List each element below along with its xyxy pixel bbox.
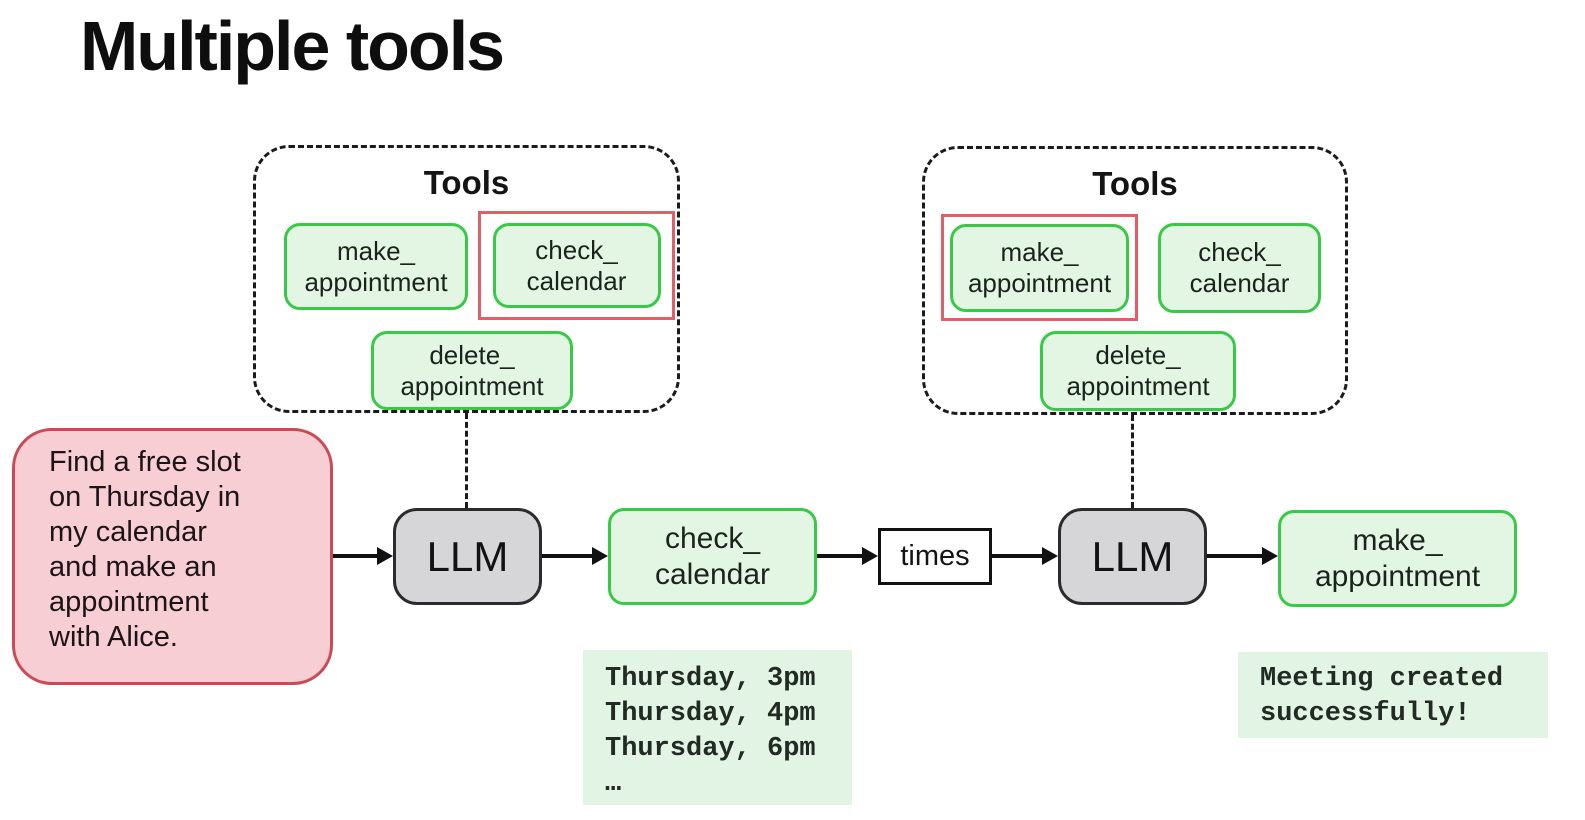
- tool-output-times-list: Thursday, 3pm Thursday, 4pm Thursday, 6p…: [583, 650, 852, 805]
- selected-tool-highlight: check_ calendar: [478, 211, 675, 320]
- tool-make-appointment: make_ appointment: [950, 223, 1129, 312]
- page-title: Multiple tools: [80, 7, 505, 85]
- flow-arrow: [1207, 547, 1278, 565]
- flow-arrow: [333, 547, 393, 565]
- llm-node-1: LLM: [393, 508, 542, 605]
- tools-connector: [1131, 415, 1134, 508]
- flow-arrow: [542, 547, 608, 565]
- user-request-box: Find a free slot on Thursday in my calen…: [12, 428, 333, 685]
- tools-panel-2: Tools make_ appointment check_ calendar …: [922, 146, 1348, 415]
- tools-connector: [465, 413, 468, 508]
- tools-panel-label: Tools: [1092, 165, 1178, 202]
- flow-arrow: [992, 547, 1058, 565]
- tools-panel-label: Tools: [423, 164, 510, 201]
- tool-check-calendar: check_ calendar: [1158, 223, 1321, 313]
- tool-check-calendar: check_ calendar: [492, 223, 661, 308]
- final-output-message: Meeting created successfully!: [1238, 652, 1548, 738]
- tool-delete-appointment: delete_ appointment: [371, 331, 573, 410]
- tool-make-appointment: make_ appointment: [284, 223, 468, 310]
- flow-arrow: [817, 547, 878, 565]
- tool-result-times: times: [878, 528, 992, 585]
- llm-node-2: LLM: [1058, 508, 1207, 605]
- tool-delete-appointment: delete_ appointment: [1040, 331, 1236, 411]
- tool-call-check-calendar: check_ calendar: [608, 508, 817, 605]
- selected-tool-highlight: make_ appointment: [941, 214, 1138, 321]
- tool-call-make-appointment: make_ appointment: [1278, 510, 1517, 607]
- tools-panel-1: Tools make_ appointment check_ calendar …: [253, 145, 680, 413]
